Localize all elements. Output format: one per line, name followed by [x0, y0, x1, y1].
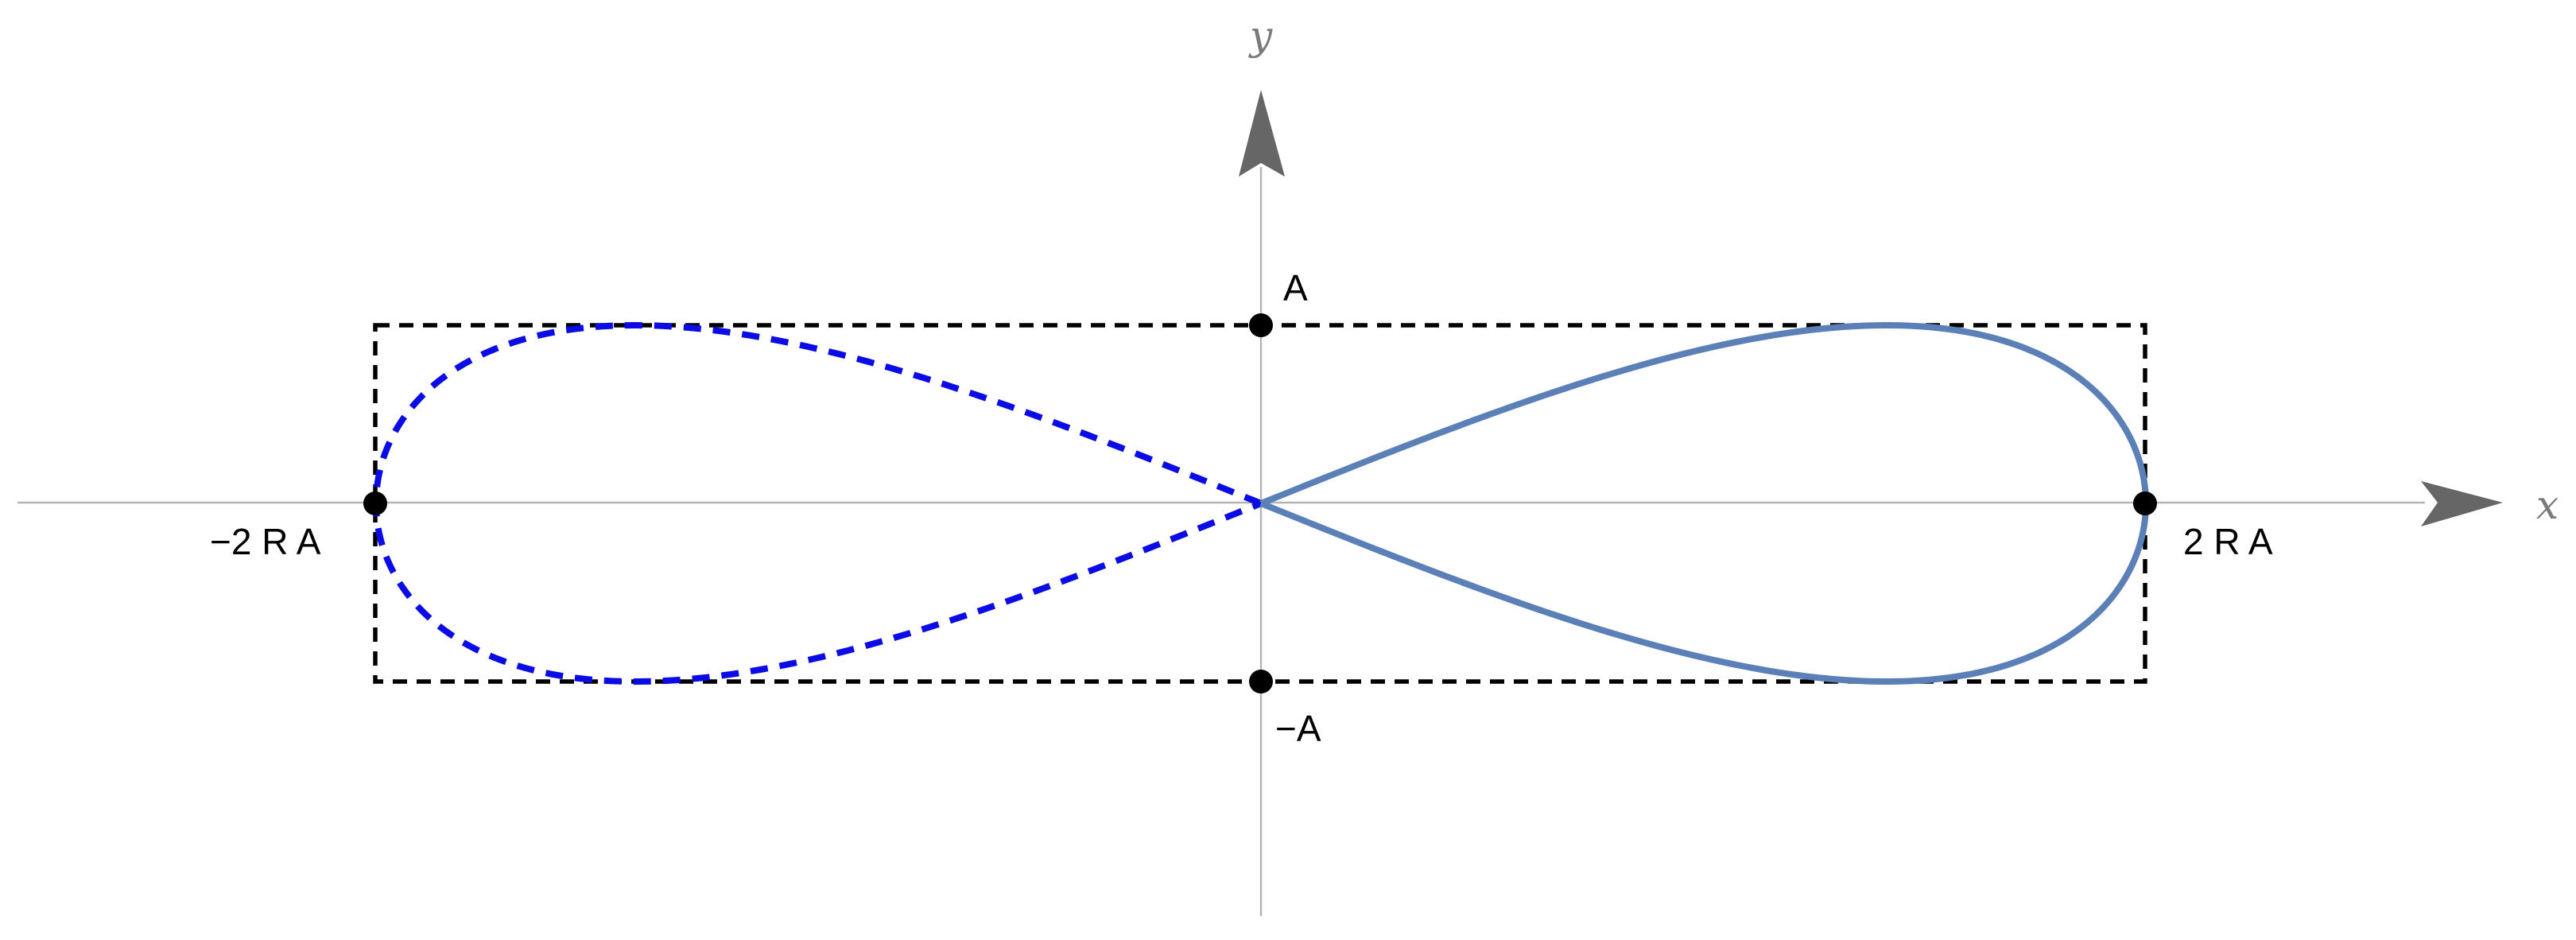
x-axis-arrow-icon [2421, 481, 2503, 526]
label-top: A [1283, 267, 1308, 309]
label-bottom: −A [1275, 708, 1321, 749]
point-bottom [1249, 670, 1273, 693]
label-left: −2 R A [210, 521, 321, 562]
x-axis-label: x [2536, 482, 2559, 528]
y-axis-arrow-icon [1239, 90, 1285, 177]
point-top [1249, 313, 1273, 337]
point-left [363, 491, 387, 515]
point-right [2133, 491, 2157, 515]
label-right: 2 R A [2183, 521, 2273, 562]
y-axis-label: y [1248, 13, 1273, 59]
